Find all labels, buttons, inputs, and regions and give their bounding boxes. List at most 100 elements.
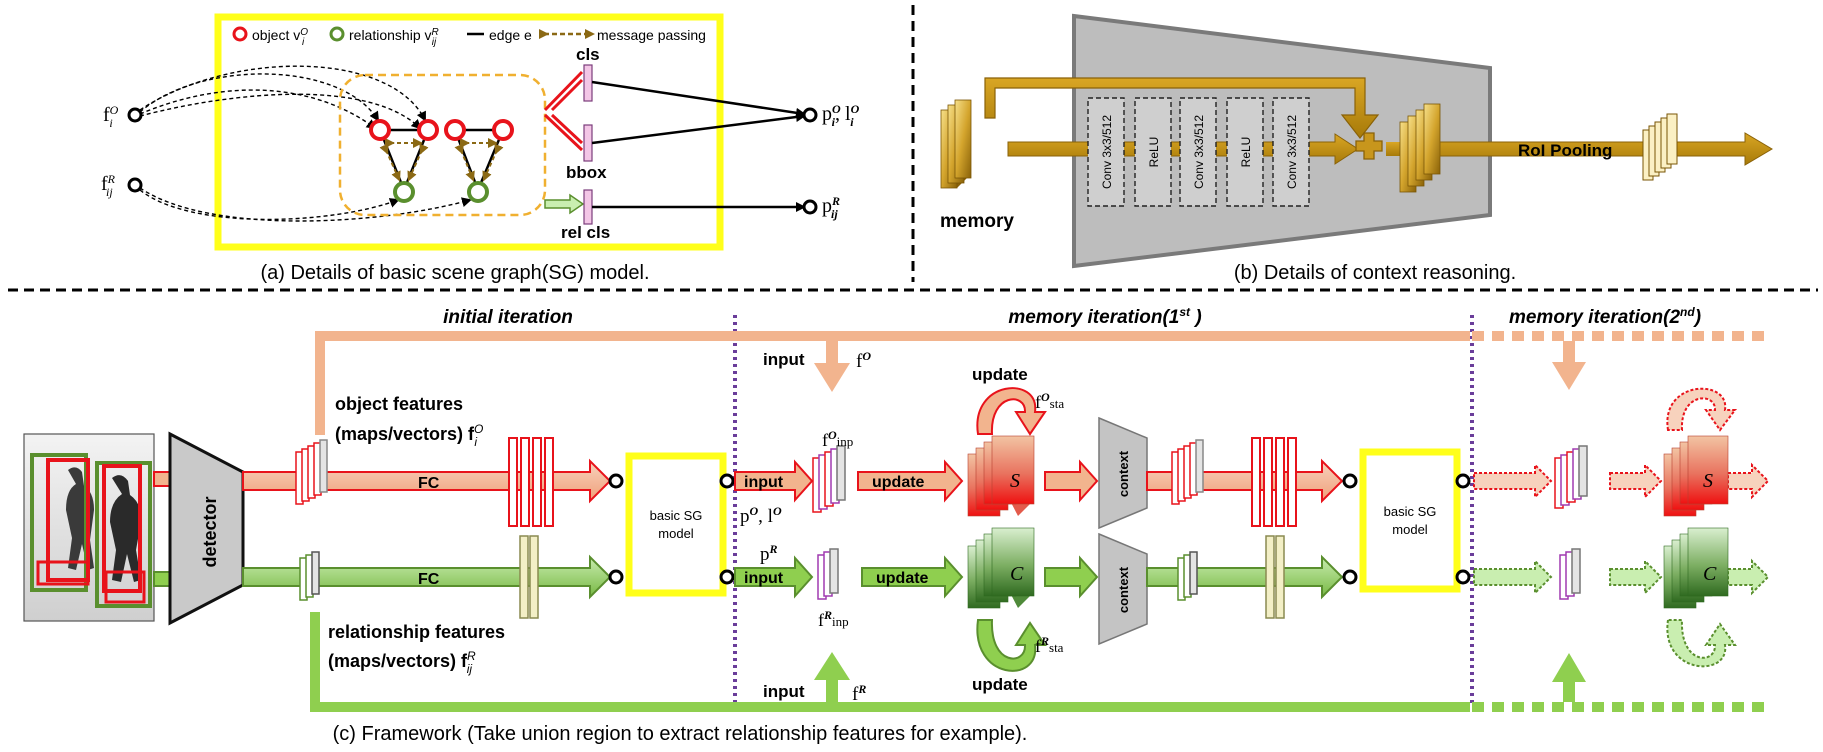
context-block-rel [1098,532,1148,646]
input-fr-label: input [763,682,805,701]
f-rel-sta-label: fRsta [1035,634,1064,656]
rel-cls-label: rel cls [561,223,610,242]
person-silhouette [110,475,142,582]
input-obj-arrow [734,459,814,503]
input-fo-label: input [763,350,805,369]
po-lo-label: pO, lO [740,504,782,527]
rel-fc-arrow-2 [1146,554,1344,600]
detector-label: detector [200,496,220,567]
layer-label: ReLU [1147,137,1161,168]
f-obj-inp-maps [812,445,846,513]
memory-label: memory [940,211,1014,232]
basic-sg-model-box [625,452,727,597]
f-obj-sta-label: fOsta [1035,390,1064,412]
memory-s-stack-2 [1663,435,1729,517]
update-obj-label: update [872,474,925,491]
cls-bbox-branch-arrows [543,70,584,152]
bbox-vector-bar [583,124,593,162]
stage-title-memory-2: memory iteration(2nd) [1509,305,1701,328]
context-label-rel: context [1116,566,1131,613]
obj-fc-vectors [508,437,554,527]
layer-box [1087,97,1125,207]
layer-label: Conv 3x3/512 [1285,115,1299,189]
update-bottom-label: update [972,675,1028,694]
object-node [492,119,514,141]
f-rel-inp-label: fRinp [818,608,849,630]
layer-box [1226,97,1264,207]
input-image [23,433,155,622]
f-rel-inp-maps [817,548,839,600]
f-obj-input-node [127,107,143,123]
sg-graph-dashed-box [338,73,547,217]
p-obj-output-node [802,107,818,123]
memory-s-symbol-2: S [1703,470,1713,492]
context-label-obj: context [1116,450,1131,497]
f-obj-inp-label: fOinp [822,428,853,450]
update-obj-arrow [857,459,964,503]
memory-c-symbol-2: C [1703,563,1717,585]
input-rel-arrow [734,555,814,599]
basic-sg-label-b-2: model [1392,522,1428,537]
obj-roi-feature-maps-2 [1171,439,1204,505]
sum-plus-icon [1355,132,1383,160]
skip-connection-arrow [984,77,1380,139]
panel-b: memory Conv 3x3/512 ReLU Conv 3x3/512 Re… [940,13,1773,284]
input-rel-label: input [744,570,784,587]
context-block-obj [1098,416,1148,530]
update-rel-arrow [861,555,964,599]
context-output-stack [1386,103,1441,193]
rel-fc-vectors-2 [1265,535,1285,619]
layer-label: ReLU [1239,137,1253,168]
panel-a-input-curves [139,65,472,222]
roi-pooling-label: RoI Pooling [1518,141,1612,160]
bbox-label: bbox [566,163,607,182]
rel-fc-vectors [519,535,539,619]
object-node [417,119,439,141]
basic-sg-label-b: basic SG [1384,504,1437,519]
relation-feature-feedback-loop [310,612,1470,712]
conv-relu-layers: Conv 3x3/512 ReLU Conv 3x3/512 ReLU Conv… [1087,97,1310,207]
basic-sg-label-2: model [658,526,694,541]
object-node [369,119,391,141]
rel-roi-feature-maps-2 [1177,551,1198,601]
stage-title-initial: initial iteration [443,307,573,328]
legend-edge-label: edge e [489,27,532,43]
rel-fc-label: FC [418,571,440,588]
rel-cls-vector-bar [583,189,593,225]
memory-c-stack [967,527,1035,609]
f-rel-inp-maps-2 [1559,548,1581,600]
iteration-2-dotted-arrows [1473,462,1770,500]
input-obj-label: input [744,474,784,491]
update-rel-curve-arrow-2 [1666,619,1737,668]
rel-cls-green-arrow [544,193,585,215]
p-rel-output-node [802,199,818,215]
layer-box [1179,97,1217,207]
f-rel-input-node [127,177,143,193]
input-fo-arrow [814,341,850,392]
update-top-label: update [972,365,1028,384]
panel-a-caption: (a) Details of basic scene graph(SG) mod… [260,262,649,284]
layer-box [1272,97,1310,207]
obj-fc-label: FC [418,475,440,492]
basic-sg-label: basic SG [650,508,703,523]
memory-s-symbol: S [1010,470,1020,492]
f-obj-inp-maps-2 [1554,445,1588,509]
rel-roi-feature-maps [299,551,320,601]
cls-vector-bar [583,64,593,102]
object-node [444,119,466,141]
input-fo-arrow-2 [1552,341,1586,390]
object-feature-feedback-loop [315,331,1470,435]
panel-c: initial iteration memory iteration(1st )… [23,305,1770,745]
scene-graph-triangles [369,119,514,203]
legend-message-passing-label: message passing [597,27,706,43]
update-rel-label: update [876,570,929,587]
